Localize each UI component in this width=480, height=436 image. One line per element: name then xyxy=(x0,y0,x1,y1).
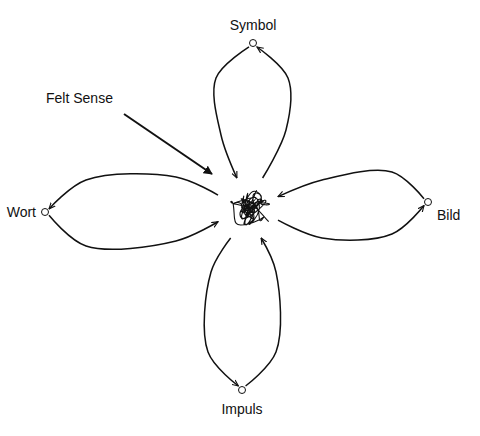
loop-arrow xyxy=(204,238,238,386)
loop-arrow xyxy=(246,238,281,386)
node-label: Impuls xyxy=(221,401,262,418)
node-label: Wort xyxy=(7,204,36,221)
loop-arrow xyxy=(278,170,424,198)
node-label: Symbol xyxy=(230,17,277,34)
node-label: Bild xyxy=(437,207,460,224)
loop-arrow xyxy=(278,206,424,241)
symbol-point: Symbol xyxy=(249,39,257,47)
loop-arrow xyxy=(214,47,249,178)
felt-sense-scribble: Felt Sense xyxy=(218,178,278,238)
loop-arrow xyxy=(257,47,291,178)
scribble-line xyxy=(231,190,270,225)
leader-line xyxy=(124,114,212,174)
wort-point: Wort xyxy=(41,208,49,216)
loop-arrow xyxy=(49,174,218,209)
node-label: Felt Sense xyxy=(46,90,113,107)
impuls-point: Impuls xyxy=(238,386,246,394)
loop-arrow xyxy=(49,215,218,249)
bild-point: Bild xyxy=(424,198,432,206)
scribble-shape xyxy=(218,178,278,238)
